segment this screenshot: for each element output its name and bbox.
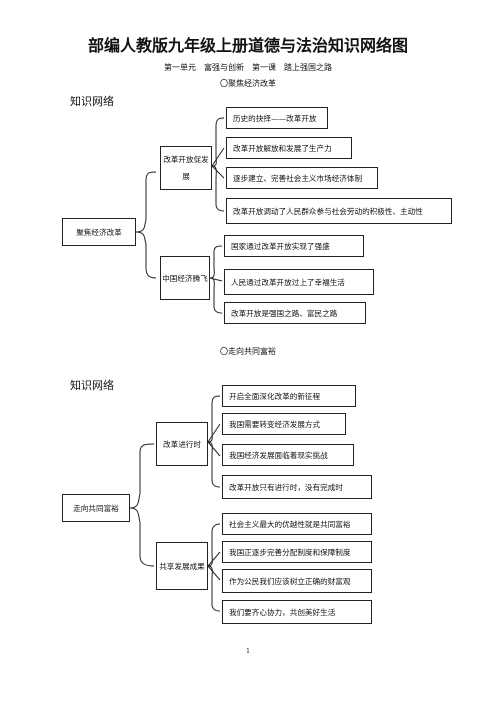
leaf-label: 改革开放解放和发展了生产力 (233, 143, 332, 153)
leaf-item: 历史的抉择——改革开放 (226, 107, 328, 129)
leaf-item: 我国经济发展面临着现实挑战 (222, 444, 354, 466)
leaf-label: 我国经济发展面临着现实挑战 (229, 450, 328, 460)
unit-subtitle: 第一单元 富强与创新 第一课 踏上强国之路 (164, 63, 332, 72)
leaf-label: 作为公民我们应该树立正确的财富观 (229, 576, 351, 586)
section-2-heading: 知识网络 (70, 379, 114, 392)
branch-label: 改革进行时 (163, 439, 201, 449)
leaf-item: 改革开放调动了人民群众参与社会劳动的积极性、主动性 (226, 198, 452, 224)
page-number: 1 (246, 648, 250, 655)
leaf-item: 作为公民我们应该树立正确的财富观 (222, 569, 372, 593)
section-1-note: 〇聚焦经济改革 (220, 79, 276, 88)
leaf-item: 改革开放解放和发展了生产力 (226, 137, 352, 159)
branch-share-development-results: 共享发展成果 (156, 542, 208, 590)
leaf-label: 社会主义最大的优越性就是共同富裕 (229, 519, 351, 529)
section-2-root: 走向共同富裕 (62, 494, 130, 522)
branch-label: 中国经济腾飞 (162, 273, 208, 283)
leaf-label: 开启全面深化改革的新征程 (229, 391, 321, 401)
branch-label: 共享发展成果 (159, 561, 205, 571)
leaf-item: 社会主义最大的优越性就是共同富裕 (222, 513, 372, 535)
leaf-item: 国家通过改革开放实现了强盛 (224, 235, 364, 257)
section-1-root-label: 聚焦经济改革 (76, 227, 122, 237)
section-2-note: 〇走向共同富裕 (220, 347, 276, 356)
branch-reform-in-progress: 改革进行时 (156, 422, 208, 466)
leaf-item: 改革开放只有进行时，没有完成时 (222, 475, 372, 499)
leaf-item: 开启全面深化改革的新征程 (222, 385, 356, 407)
leaf-label: 人民通过改革开放过上了幸福生活 (231, 277, 345, 287)
leaf-label: 我国需要转变经济发展方式 (229, 419, 321, 429)
leaf-item: 改革开放是强国之路、富民之路 (224, 302, 366, 324)
section-1-root: 聚焦经济改革 (62, 218, 136, 246)
leaf-label: 我们要齐心协力，共创美好生活 (229, 607, 336, 617)
branch-reform-promotes-development: 改革开放促发展 (160, 146, 212, 190)
section-2-root-label: 走向共同富裕 (73, 503, 119, 513)
leaf-label: 改革开放只有进行时，没有完成时 (229, 482, 343, 492)
leaf-item: 逐步建立、完善社会主义市场经济体制 (226, 167, 378, 189)
leaf-label: 我国正逐步完善分配制度和保障制度 (229, 547, 351, 557)
section-1-heading: 知识网络 (70, 95, 114, 108)
leaf-label: 国家通过改革开放实现了强盛 (231, 241, 330, 251)
leaf-item: 我们要齐心协力，共创美好生活 (222, 600, 372, 624)
leaf-label: 改革开放是强国之路、富民之路 (231, 308, 338, 318)
leaf-label: 历史的抉择——改革开放 (233, 113, 317, 123)
branch-label: 改革开放促发展 (163, 155, 209, 181)
page-title: 部编人教版九年级上册道德与法治知识网络图 (87, 36, 408, 55)
leaf-item: 我国需要转变经济发展方式 (222, 413, 346, 435)
leaf-item: 我国正逐步完善分配制度和保障制度 (222, 541, 372, 563)
branch-china-economy-takeoff: 中国经济腾飞 (160, 256, 210, 300)
leaf-label: 改革开放调动了人民群众参与社会劳动的积极性、主动性 (233, 206, 423, 216)
leaf-label: 逐步建立、完善社会主义市场经济体制 (233, 173, 363, 183)
leaf-item: 人民通过改革开放过上了幸福生活 (224, 269, 374, 295)
